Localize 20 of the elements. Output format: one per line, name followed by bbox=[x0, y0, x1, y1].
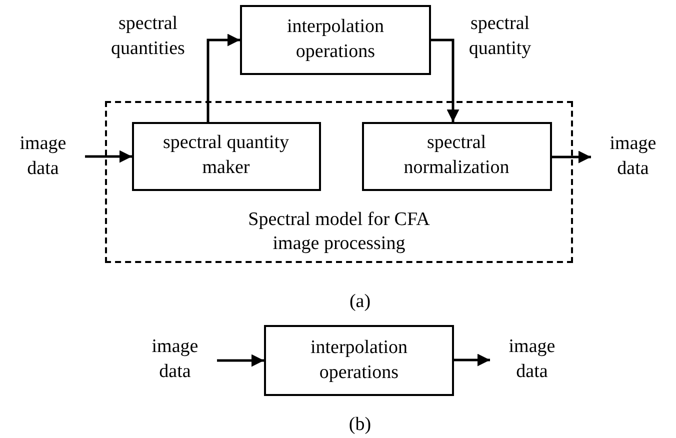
process-box: spectral quantity maker bbox=[132, 122, 320, 190]
arrow bbox=[454, 354, 490, 366]
arrow bbox=[206, 34, 240, 122]
process-box: spectral normalization bbox=[362, 122, 552, 190]
node-label: image data bbox=[150, 335, 200, 384]
arrow bbox=[431, 38, 460, 122]
dashed-group-box bbox=[105, 101, 573, 263]
edge-label: spectral quantity bbox=[468, 12, 532, 61]
arrow bbox=[552, 150, 591, 164]
arrow bbox=[217, 354, 264, 367]
process-box: interpolation operations bbox=[264, 325, 454, 396]
arrow bbox=[85, 150, 132, 163]
node-label: image data bbox=[608, 132, 658, 181]
panel-label: (a) bbox=[348, 290, 372, 314]
edge-label: spectral quantities bbox=[110, 12, 186, 61]
group-caption: Spectral model for CFA image processing bbox=[247, 208, 431, 256]
panel-label: (b) bbox=[348, 413, 372, 437]
process-box: interpolation operations bbox=[240, 5, 431, 75]
node-label: image data bbox=[508, 335, 556, 384]
node-label: image data bbox=[18, 132, 68, 181]
